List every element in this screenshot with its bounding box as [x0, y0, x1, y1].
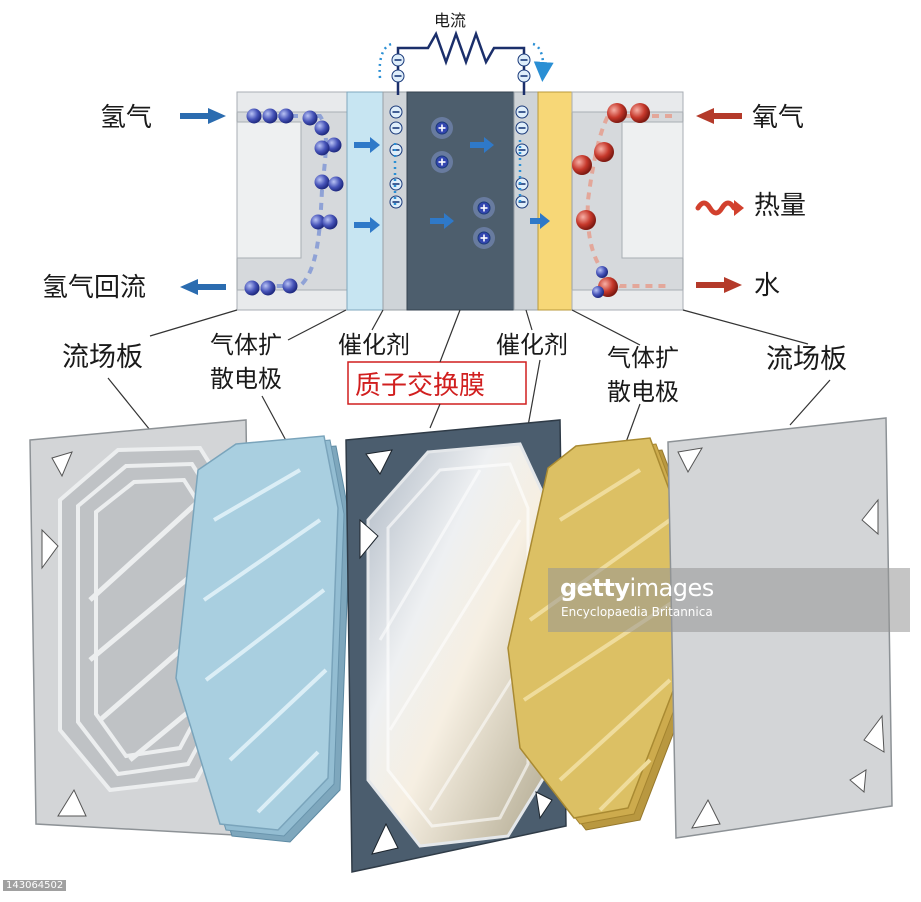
electron	[392, 70, 404, 82]
heat-label: 热量	[754, 191, 806, 221]
electron	[516, 144, 528, 156]
hydrogen-atom	[279, 109, 294, 124]
oxygen-atom	[607, 103, 627, 123]
flow-plate-right-label: 流场板	[766, 344, 847, 375]
hydrogen-atom	[323, 215, 338, 230]
hydrogen-atom	[315, 121, 330, 136]
watermark-credit: Encyclopaedia Britannica	[561, 605, 713, 619]
hydrogen-atom	[329, 177, 344, 192]
external-circuit	[380, 34, 544, 95]
water-hydrogen-atom	[596, 266, 608, 278]
oxygen-atom	[630, 103, 650, 123]
hydrogen-atom	[315, 175, 330, 190]
electron	[516, 178, 528, 190]
proton	[478, 202, 490, 214]
cathode-gas-diffusion-layer	[538, 92, 572, 310]
hydrogen-atom	[261, 281, 276, 296]
oxygen-in-arrow	[696, 108, 742, 124]
electron	[390, 122, 402, 134]
cathode-flow-plate	[572, 92, 683, 310]
oxygen-atom	[594, 142, 614, 162]
gdl-left-label-line2: 散电极	[210, 365, 282, 393]
electron	[518, 54, 530, 66]
watermark-logo-regular: images	[630, 574, 714, 602]
electron	[516, 196, 528, 208]
proton	[478, 232, 490, 244]
electron	[390, 106, 402, 118]
hydrogen-in-arrow	[180, 108, 226, 124]
hydrogen-in-label: 氢气	[100, 103, 152, 133]
anode-flow-plate	[237, 92, 347, 310]
catalyst-left-label: 催化剂	[338, 331, 410, 359]
water-hydrogen-atom	[592, 286, 604, 298]
water-out-arrow	[696, 277, 742, 293]
water-label: 水	[754, 271, 780, 301]
hydrogen-atom	[247, 109, 262, 124]
heat-icon	[698, 203, 734, 213]
membrane-section	[407, 92, 514, 310]
gdl-right-label-line2: 散电极	[607, 378, 679, 406]
electron	[516, 106, 528, 118]
electron	[516, 122, 528, 134]
proton	[436, 156, 448, 168]
oxygen-in-label: 氧气	[752, 103, 804, 133]
electron	[392, 54, 404, 66]
watermark-logo: gettyimages	[560, 574, 714, 602]
electron	[518, 70, 530, 82]
watermark-logo-bold: getty	[560, 574, 630, 602]
hydrogen-atom	[245, 281, 260, 296]
heat-arrowhead-icon	[734, 200, 744, 216]
gdl-right-label-line1: 气体扩	[607, 344, 679, 372]
hydrogen-return-label: 氢气回流	[42, 273, 146, 303]
image-id: 143064502	[3, 880, 66, 891]
membrane-label: 质子交换膜	[355, 371, 485, 401]
proton	[436, 122, 448, 134]
hydrogen-atom	[303, 111, 318, 126]
hydrogen-return-arrow	[180, 279, 226, 295]
hydrogen-atom	[315, 141, 330, 156]
flow-plate-left-label: 流场板	[62, 342, 143, 373]
catalyst-right-label: 催化剂	[496, 331, 568, 359]
hydrogen-atom	[263, 109, 278, 124]
current-label: 电流	[434, 11, 466, 30]
oxygen-atom	[576, 210, 596, 230]
anode-gas-diffusion-layer	[347, 92, 383, 310]
oxygen-atom	[572, 155, 592, 175]
hydrogen-atom	[283, 279, 298, 294]
gdl-left-label-line1: 气体扩	[210, 331, 282, 359]
